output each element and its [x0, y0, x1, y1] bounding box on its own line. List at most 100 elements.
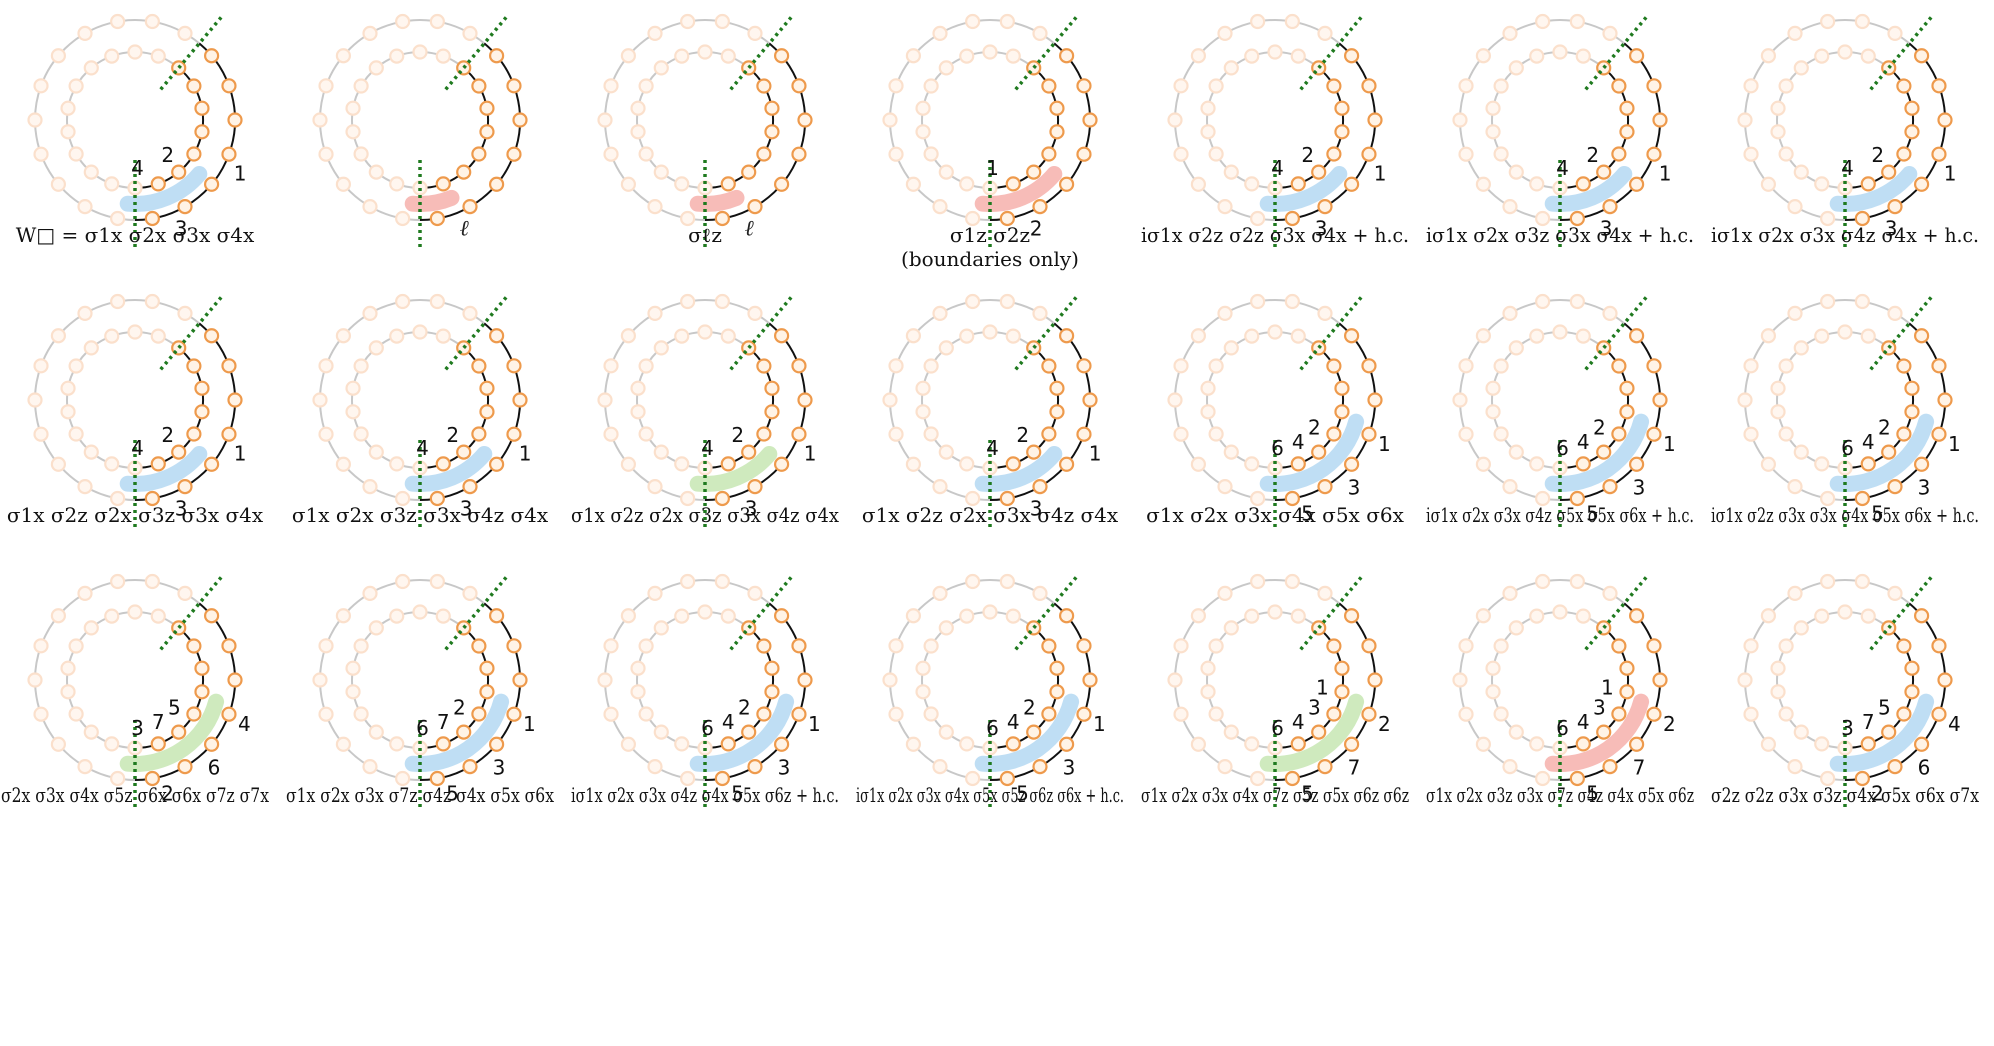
- qubit: [318, 146, 334, 162]
- qubit: [362, 585, 378, 601]
- qubit: [797, 112, 813, 128]
- qubit: [756, 638, 772, 654]
- qubit: [1173, 78, 1189, 94]
- site-label: 6: [416, 716, 429, 740]
- site-label: 3: [778, 756, 791, 780]
- qubit: [630, 380, 646, 396]
- site-label: 1: [808, 712, 821, 736]
- qubit: [104, 456, 120, 472]
- qubit: [395, 490, 411, 507]
- qubit: [1475, 608, 1491, 624]
- qubit: [1552, 604, 1568, 620]
- qubit: [1458, 146, 1474, 162]
- qubit: [1575, 328, 1591, 344]
- qubit: [1475, 328, 1491, 344]
- qubit: [462, 479, 478, 495]
- site-label: 4: [1841, 156, 1854, 180]
- qubit: [653, 60, 669, 76]
- boundary-cut-top: [1014, 296, 1078, 371]
- qubit: [479, 124, 495, 140]
- qubit: [1076, 146, 1092, 162]
- qubit: [1569, 573, 1585, 590]
- qubit: [489, 176, 505, 192]
- qubit: [603, 146, 619, 162]
- site-label: 4: [986, 436, 999, 460]
- qubit: [1361, 78, 1377, 94]
- site-label: 6: [1841, 436, 1854, 460]
- qubit: [60, 684, 76, 700]
- site-label: 5: [1586, 501, 1599, 525]
- qubit: [1787, 199, 1803, 215]
- qubit: [194, 100, 210, 116]
- qubit: [68, 78, 84, 94]
- qubit: [959, 328, 975, 344]
- qubit: [674, 176, 690, 192]
- qubit: [674, 328, 690, 344]
- qubit: [1854, 770, 1870, 787]
- qubit: [1208, 638, 1224, 654]
- qubit: [653, 620, 669, 636]
- inactive-ring: [921, 51, 1035, 189]
- site-label: 5: [1301, 781, 1314, 805]
- site-label: 5: [446, 781, 459, 805]
- qubit: [1760, 456, 1776, 472]
- qubit: [345, 684, 361, 700]
- qubit: [603, 78, 619, 94]
- qubit: [1049, 124, 1065, 140]
- inactive-ring: [351, 611, 465, 749]
- qubit: [1743, 358, 1759, 374]
- qubit: [1049, 404, 1065, 420]
- qubit: [456, 444, 472, 460]
- qubit: [1820, 210, 1836, 227]
- qubit: [647, 759, 663, 775]
- qubit: [479, 100, 495, 116]
- site-label: 3: [1315, 217, 1328, 241]
- site-label: 4: [701, 436, 714, 460]
- qubit: [1041, 706, 1057, 722]
- qubit: [999, 293, 1015, 310]
- qubit: [83, 620, 99, 636]
- qubit: [177, 479, 193, 495]
- qubit: [227, 672, 243, 688]
- qubit: [620, 736, 636, 752]
- qubit: [774, 176, 790, 192]
- qubit: [68, 706, 84, 722]
- qubit: [888, 78, 904, 94]
- path-highlight: [689, 693, 795, 773]
- qubit: [764, 124, 780, 140]
- site-label: 1: [1601, 676, 1614, 700]
- qubit: [680, 210, 696, 227]
- qubit: [1619, 124, 1635, 140]
- qubit: [1575, 176, 1591, 192]
- qubit: [368, 444, 384, 460]
- qubit: [1793, 164, 1809, 180]
- inactive-ring: [921, 331, 1035, 469]
- qubit: [77, 585, 93, 601]
- qubit: [1082, 112, 1098, 128]
- inactive-ring: [66, 331, 180, 469]
- qubit: [1290, 48, 1306, 64]
- qubit: [368, 620, 384, 636]
- qubit: [1552, 324, 1568, 340]
- site-label: 4: [238, 712, 251, 736]
- qubit: [412, 324, 428, 340]
- qubit: [1059, 176, 1075, 192]
- qubit: [1244, 456, 1260, 472]
- qubit: [714, 770, 730, 787]
- qubit: [1914, 736, 1930, 752]
- qubit: [620, 328, 636, 344]
- qubit: [1881, 444, 1897, 460]
- qubit: [797, 672, 813, 688]
- qubit: [194, 124, 210, 140]
- qubit: [1026, 164, 1042, 180]
- site-label: 6: [701, 716, 714, 740]
- qubit: [1787, 759, 1803, 775]
- diagram-panel-2: ℓ: [312, 13, 528, 250]
- qubit: [1814, 328, 1830, 344]
- qubit: [1290, 328, 1306, 344]
- qubit: [506, 706, 522, 722]
- qubit: [747, 585, 763, 601]
- site-label: 2: [446, 423, 459, 447]
- qubit: [888, 358, 904, 374]
